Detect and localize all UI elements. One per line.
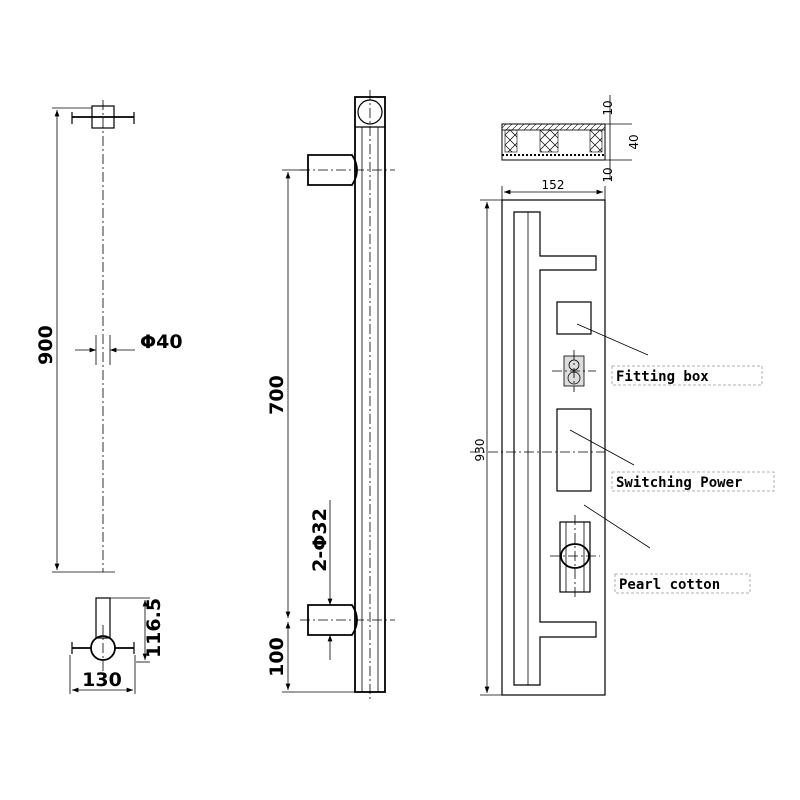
panel-height-dim: 930 xyxy=(473,439,487,462)
label-fitting-box: Fitting box xyxy=(616,369,709,385)
label-pearl-cotton: Pearl cotton xyxy=(619,577,720,593)
panel-thickness-top: 10 xyxy=(601,100,615,115)
panel-thickness-bottom: 10 xyxy=(601,167,615,182)
side-depth-dim: 116.5 xyxy=(143,598,165,658)
front-view: 700 100 2-Φ32 xyxy=(266,90,395,700)
panel-view: 10 40 10 152 930 Fitting box Switching P… xyxy=(470,95,775,696)
side-diameter-dim: Φ40 xyxy=(140,331,183,353)
front-bracket-dim: 2-Φ32 xyxy=(309,508,331,572)
label-switching-power: Switching Power xyxy=(616,475,742,491)
panel-thickness-mid: 40 xyxy=(627,134,641,149)
side-width-dim: 130 xyxy=(82,669,122,691)
side-view: 900 Φ40 116.5 130 xyxy=(35,100,183,694)
front-spacing-dim: 700 xyxy=(266,375,288,415)
front-bottom-dim: 100 xyxy=(266,637,288,677)
panel-width-dim: 152 xyxy=(542,178,565,192)
side-height-dim: 900 xyxy=(35,325,57,365)
